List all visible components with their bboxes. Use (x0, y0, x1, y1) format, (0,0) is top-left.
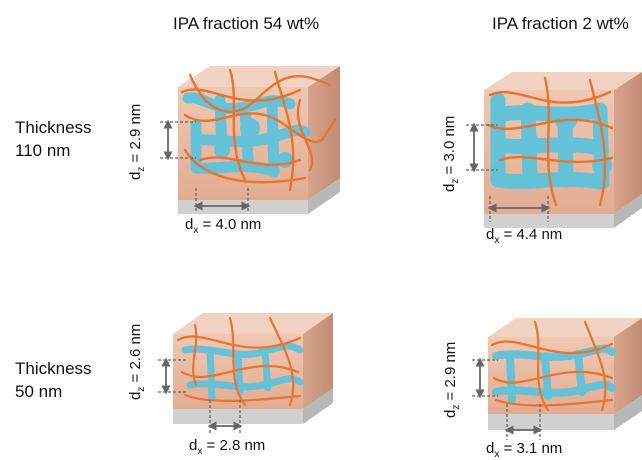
panel-ipa54-110nm (160, 66, 340, 214)
dx-subscript: x (494, 449, 500, 460)
polymer-fibers (486, 76, 614, 207)
row-title-line1: Thickness (15, 118, 92, 137)
polymer-domain (490, 92, 612, 190)
column-title-ipa-54: IPA fraction 54 wt% (173, 14, 320, 33)
dx-value: = 4.0 nm (198, 216, 262, 233)
polymer-fibers (490, 320, 614, 412)
dz-subscript: z (136, 166, 147, 172)
column-title-ipa-2: IPA fraction 2 wt% (492, 14, 629, 33)
panel-ipa2-50nm (472, 318, 642, 440)
dz-symbol: d (442, 409, 459, 418)
dx-value: = 2.8 nm (202, 437, 266, 454)
row-title-line2: 110 nm (15, 141, 71, 160)
dx-value: = 4.4 nm (499, 226, 563, 243)
dz-value: = 2.9 nm (442, 341, 459, 405)
dx-label-panel-2: dx = 4.4 nm (486, 226, 563, 246)
dx-symbol: d (189, 437, 198, 454)
dz-subscript: z (450, 178, 461, 184)
panel-ipa54-50nm (158, 313, 333, 434)
film-block (178, 66, 340, 200)
row-title-line2: 50 nm (15, 382, 63, 401)
dz-symbol: d (127, 391, 144, 400)
dx-value: = 3.1 nm (499, 440, 563, 457)
dz-symbol: d (127, 171, 144, 180)
dx-subscript: x (494, 235, 500, 246)
row-title-50nm: Thickness 50 nm (15, 357, 92, 403)
dx-label-panel-1: dx = 4.0 nm (185, 216, 262, 236)
dx-symbol: d (486, 226, 495, 243)
panel-ipa2-110nm (466, 72, 642, 228)
dz-label-panel-2: dz = 3.0 nm (441, 115, 461, 192)
row-title-line1: Thickness (15, 359, 92, 378)
dx-symbol: d (486, 440, 495, 457)
dz-dimension (472, 357, 498, 399)
dz-symbol: d (441, 183, 458, 192)
polymer-domain (181, 342, 304, 402)
dx-label-panel-3: dx = 2.8 nm (189, 437, 266, 457)
dz-dimension (466, 122, 498, 173)
film-block (173, 313, 333, 409)
dz-value: = 2.6 nm (127, 323, 144, 387)
dx-dimension (193, 188, 251, 212)
dx-dimension (207, 400, 243, 434)
dz-value: = 3.0 nm (441, 115, 458, 179)
dz-value: = 2.9 nm (127, 103, 144, 167)
polymer-fibers (176, 316, 302, 407)
dx-subscript: x (197, 446, 203, 457)
dx-label-panel-4: dx = 3.1 nm (486, 440, 563, 460)
dz-label-panel-3: dz = 2.6 nm (127, 323, 147, 400)
row-title-110nm: Thickness 110 nm (15, 116, 92, 162)
dx-dimension (504, 404, 543, 440)
dx-dimension (487, 196, 551, 222)
dx-subscript: x (193, 225, 199, 236)
dz-subscript: z (136, 386, 147, 392)
dz-dimension (160, 119, 196, 161)
dx-symbol: d (185, 216, 194, 233)
dz-dimension (158, 357, 186, 395)
dz-subscript: z (451, 404, 462, 410)
dz-label-panel-1: dz = 2.9 nm (127, 103, 147, 180)
dz-label-panel-4: dz = 2.9 nm (442, 341, 462, 418)
